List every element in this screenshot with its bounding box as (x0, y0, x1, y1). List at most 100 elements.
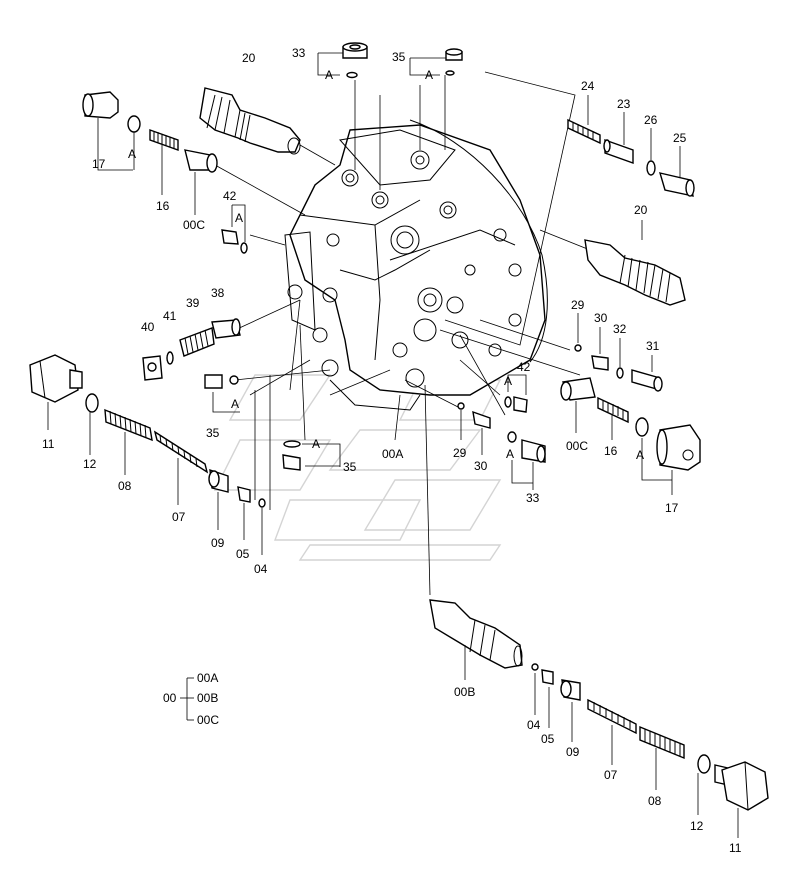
label-09-bottom: 09 (566, 745, 580, 759)
label-35-top: 35 (392, 50, 406, 64)
part-08-left (104, 408, 153, 475)
label-a-42-left: A (235, 211, 243, 225)
part-16-right (597, 396, 629, 440)
label-a-35-left: A (231, 397, 239, 411)
part-20-top (199, 87, 301, 155)
label-20-top: 20 (242, 51, 256, 65)
label-08-left: 08 (118, 479, 132, 493)
part-33-top (317, 42, 368, 79)
label-11-bottom: 11 (729, 841, 742, 855)
part-12-bottom (697, 754, 711, 815)
part-07-bottom (587, 698, 637, 765)
label-33-right: 33 (526, 491, 540, 505)
label-04-bottom: 04 (527, 718, 541, 732)
part-00a-leader (394, 394, 401, 441)
part-35-left (204, 374, 240, 413)
label-23: 23 (617, 97, 631, 111)
part-25 (658, 146, 695, 197)
part-08-bottom (639, 725, 685, 790)
label-42-left: 42 (223, 189, 237, 203)
label-12-left: 12 (83, 457, 97, 471)
label-05-bottom: 05 (541, 732, 555, 746)
label-30-right: 30 (594, 311, 608, 325)
label-35-mid: 35 (343, 460, 357, 474)
part-32 (616, 338, 624, 379)
legend-item-00a: 00A (197, 671, 218, 685)
part-00b (429, 599, 523, 680)
label-a-17-top: A (128, 147, 136, 161)
part-17-top (82, 91, 141, 171)
label-35-left: 35 (206, 426, 220, 440)
label-00a: 00A (382, 447, 403, 461)
legend-item-00c: 00C (197, 713, 219, 727)
label-39: 39 (186, 296, 200, 310)
part-16-top (149, 129, 179, 195)
label-00c-top: 00C (183, 218, 205, 232)
watermark (213, 374, 502, 561)
label-07-bottom: 07 (604, 768, 618, 782)
part-23 (603, 112, 634, 164)
label-00c-right: 00C (566, 439, 588, 453)
label-40: 40 (141, 320, 155, 334)
part-00c-top (184, 149, 218, 215)
part-00c-right (560, 377, 596, 433)
valve-body (284, 119, 548, 411)
label-a-33-top: A (325, 68, 333, 82)
label-16-right: 16 (604, 444, 618, 458)
label-17-right: 17 (665, 501, 679, 515)
label-20-right: 20 (634, 203, 648, 217)
label-24: 24 (581, 79, 595, 93)
part-17-right (635, 417, 701, 495)
part-04-left (258, 498, 266, 555)
label-a-42-right: A (504, 374, 512, 388)
part-42-right (504, 374, 528, 413)
label-16-top: 16 (156, 199, 170, 213)
label-33-top: 33 (292, 46, 306, 60)
part-35-middle (282, 440, 341, 471)
legend-tree (180, 677, 194, 721)
part-12-left (85, 393, 99, 455)
label-17-top: 17 (92, 157, 106, 171)
label-25: 25 (673, 131, 687, 145)
part-20-right (584, 220, 686, 306)
part-29-30-center (457, 402, 491, 455)
part-30-right (591, 327, 609, 371)
part-38-39-40-41 (142, 318, 241, 381)
label-04-left: 04 (254, 562, 268, 576)
label-31: 31 (646, 339, 660, 353)
label-08-bottom: 08 (648, 794, 662, 808)
part-42-left (221, 204, 248, 254)
leader-lines (214, 71, 591, 596)
label-30-center: 30 (474, 459, 488, 473)
part-05-left (237, 486, 251, 540)
label-26: 26 (644, 113, 658, 127)
part-04-bottom (531, 663, 539, 715)
label-41: 41 (163, 309, 177, 323)
part-11-left (29, 354, 83, 430)
label-11-left: 11 (42, 437, 55, 451)
label-12-bottom: 12 (690, 819, 704, 833)
part-24 (567, 95, 601, 145)
label-05-left: 05 (236, 547, 250, 561)
label-a-35-top: A (425, 68, 433, 82)
part-31 (631, 355, 663, 392)
label-07-left: 07 (172, 510, 186, 524)
part-29-right (574, 313, 582, 352)
label-09-left: 09 (211, 536, 225, 550)
legend-root: 00 (163, 691, 177, 705)
labels: 33 A 35 A 20 17 A 16 00C 42 A 39 38 40 4… (42, 46, 742, 855)
label-38: 38 (211, 286, 225, 300)
part-11-bottom (714, 761, 769, 838)
label-29-center: 29 (453, 446, 467, 460)
part-35-top (409, 48, 463, 76)
part-09-left (208, 468, 229, 530)
label-a-35-mid: A (312, 437, 320, 451)
part-26 (646, 128, 656, 176)
label-a-33-right: A (506, 447, 514, 461)
label-42-right: 42 (517, 360, 531, 374)
label-29-right: 29 (571, 298, 585, 312)
legend-item-00b: 00B (197, 691, 218, 705)
label-32: 32 (613, 322, 627, 336)
